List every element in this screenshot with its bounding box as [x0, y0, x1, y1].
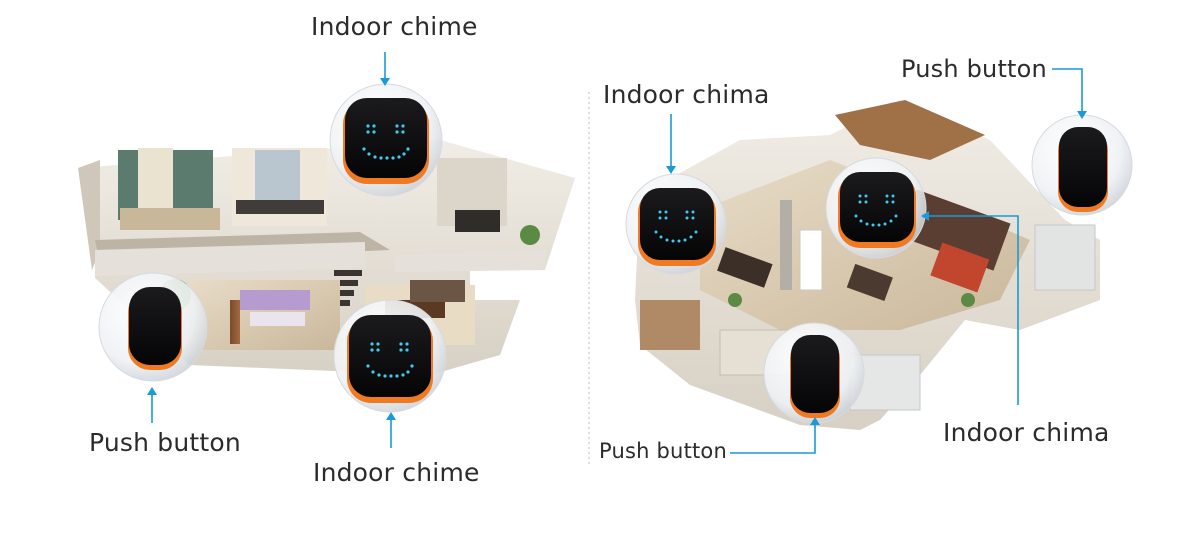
- push-button-device: [1031, 114, 1133, 216]
- callout-arrows: [151, 52, 1083, 454]
- label-indoor-chima-top-right: Indoor chima: [603, 80, 770, 109]
- callout-arrow: [927, 215, 1019, 405]
- label-push-button-bottom-right: Push button: [599, 439, 727, 463]
- callout-arrow: [730, 423, 816, 454]
- callout-arrow: [1052, 68, 1083, 113]
- label-push-button-top-right: Push button: [901, 55, 1047, 83]
- label-indoor-chime-top-left: Indoor chime: [311, 12, 478, 41]
- label-indoor-chime-bottom-left: Indoor chime: [313, 458, 480, 487]
- indoor-chime-device: [329, 83, 443, 197]
- indoor-chime-device: [333, 299, 447, 413]
- label-push-button-left: Push button: [89, 428, 241, 457]
- indoor-chime-device: [825, 157, 927, 259]
- label-indoor-chima-bottom-right: Indoor chima: [943, 418, 1110, 447]
- push-button-device: [763, 322, 865, 424]
- push-button-device: [98, 272, 208, 382]
- callout-arrowheads: [147, 78, 1087, 425]
- indoor-chime-device: [625, 173, 727, 275]
